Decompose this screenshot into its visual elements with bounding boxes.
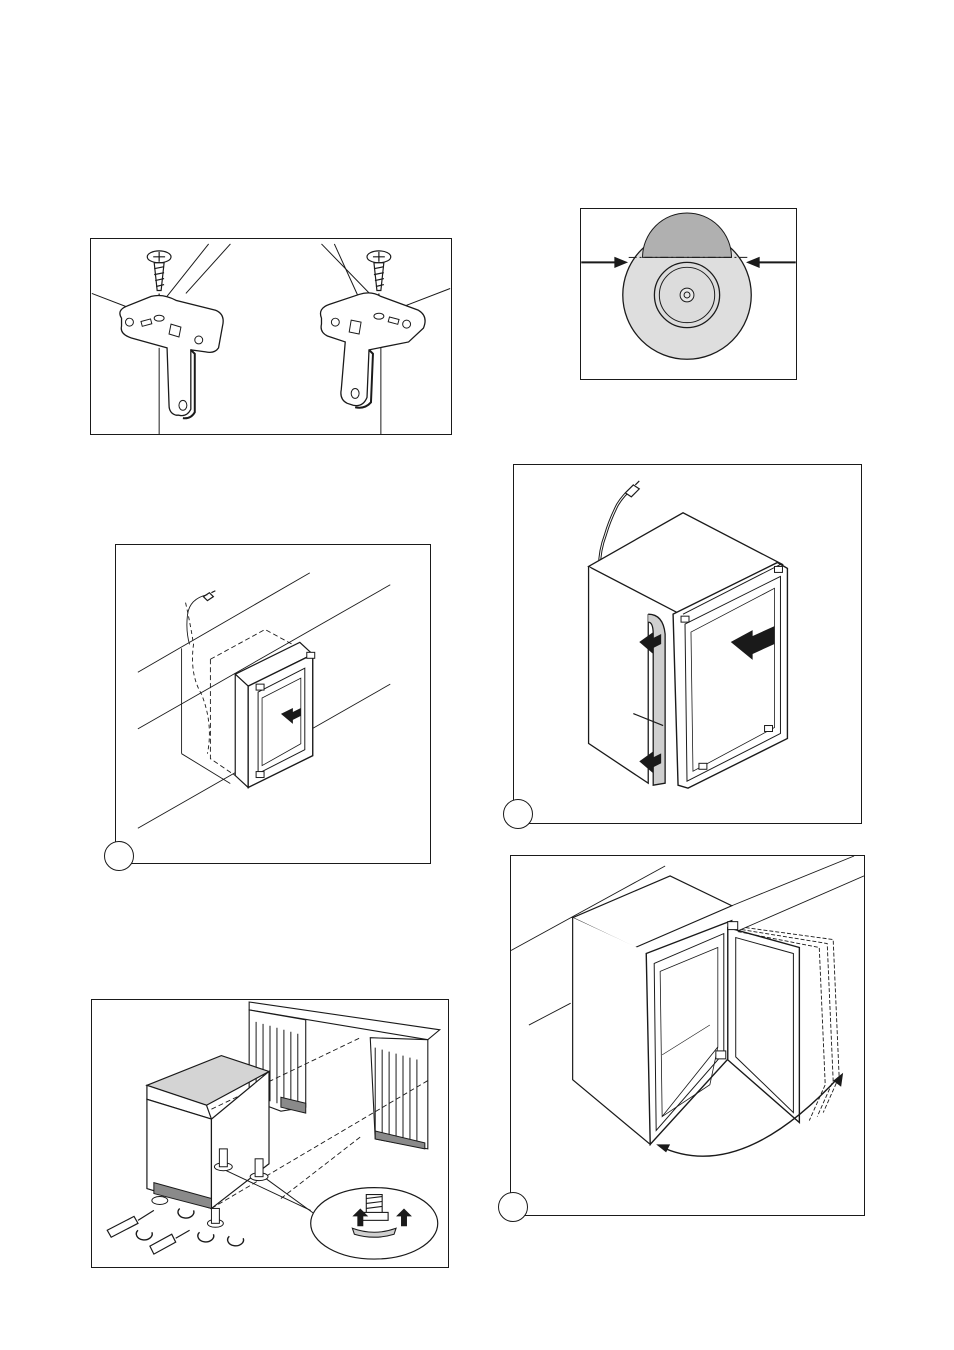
leveling-feet-illustration: [92, 1000, 448, 1267]
plug-icon: [625, 481, 639, 497]
bracket-mounting-figure: [90, 238, 452, 435]
screwdriver-icon: [107, 1210, 189, 1254]
step-circle-a: [104, 841, 134, 871]
door-opening-figure: [510, 855, 865, 1216]
bracket-mounting-illustration: [91, 239, 451, 434]
hinge-alignment-illustration: [581, 209, 796, 379]
right-arrow-icon: [747, 257, 795, 267]
step-circle-b: [503, 799, 533, 829]
seal-fitting-figure: [513, 464, 862, 824]
bracket-right-icon: [320, 293, 425, 406]
bracket-left-icon: [120, 296, 223, 416]
plug-icon: [203, 591, 215, 601]
left-arrow-icon: [581, 257, 626, 267]
appliance-in-niche-illustration: [116, 545, 430, 863]
step-circle-c: [498, 1192, 528, 1222]
seal-fitting-illustration: [514, 465, 861, 823]
leveling-feet-figure: [91, 999, 449, 1268]
hinge-alignment-figure: [580, 208, 797, 380]
door-opening-illustration: [511, 856, 864, 1215]
appliance-in-niche-figure: [115, 544, 431, 864]
